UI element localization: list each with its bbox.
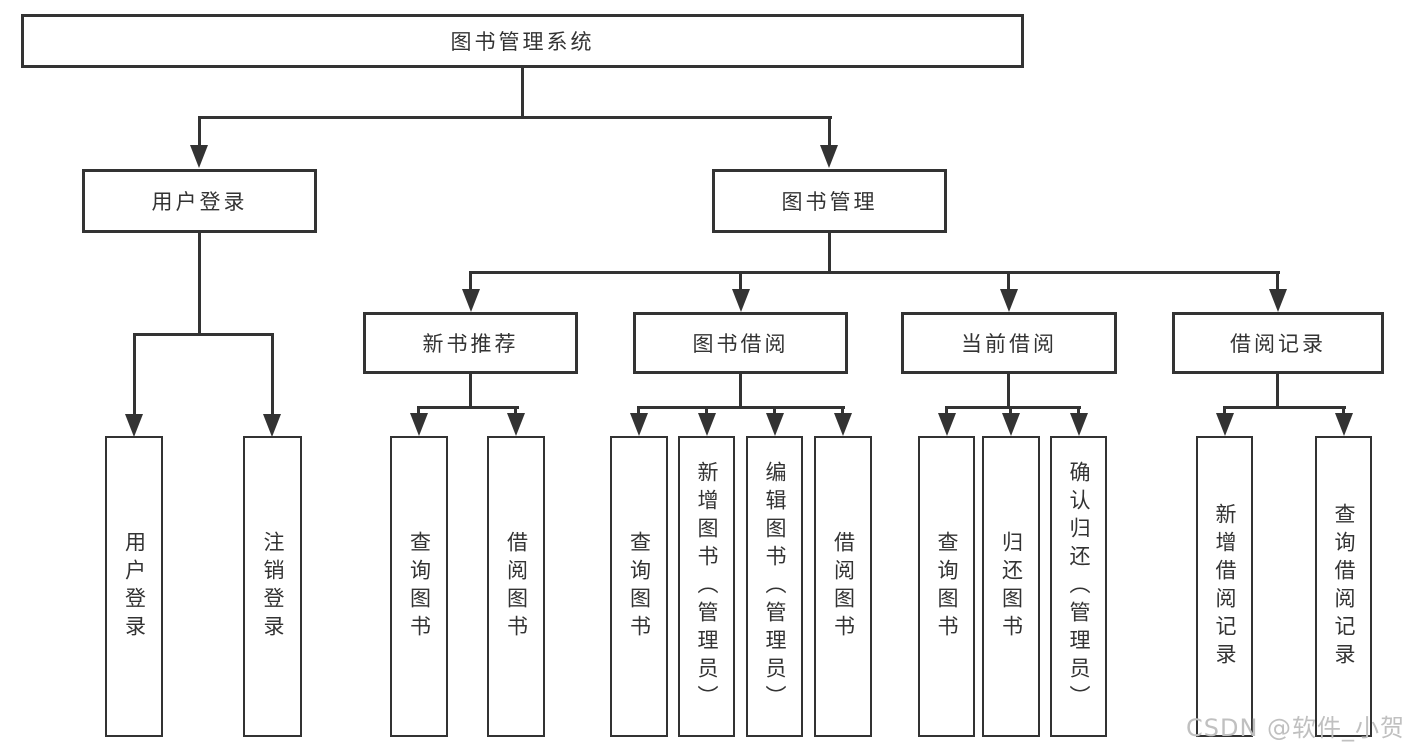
leaf-current-query-label: 查询图书 [935, 530, 959, 643]
node-current-borrow-label: 当前借阅 [961, 332, 1057, 356]
node-borrowing: 图书借阅 [633, 312, 848, 374]
connector-borrowing-bar [637, 406, 845, 409]
arrowhead-icon [630, 413, 648, 436]
csdn-watermark: CSDN @软件_小贺同学 [1186, 714, 1405, 742]
connector-root-bar [198, 116, 832, 119]
leaf-user-login: 用户登录 [105, 436, 163, 737]
connector-drop-current [1007, 271, 1010, 291]
node-new-books: 新书推荐 [363, 312, 578, 374]
node-new-books-label: 新书推荐 [422, 332, 519, 356]
leaf-borrowing-borrow: 借阅图书 [814, 436, 872, 737]
leaf-current-return-label: 归还图书 [999, 530, 1024, 643]
node-user-login-label: 用户登录 [151, 190, 248, 214]
connector-userlogin-bar [133, 333, 274, 336]
connector-drop-login [133, 333, 136, 415]
connector-records-stem [1276, 374, 1279, 409]
arrowhead-icon [462, 289, 480, 312]
arrowhead-icon [125, 414, 143, 437]
connector-current-stem [1007, 374, 1010, 409]
connector-drop-rec-query [1342, 406, 1345, 415]
connector-bookmgmt-bar [469, 271, 1280, 274]
arrowhead-icon [820, 145, 838, 168]
node-current-borrow: 当前借阅 [901, 312, 1117, 374]
leaf-newbooks-query-label: 查询图书 [407, 530, 432, 643]
leaf-borrowing-query-label: 查询图书 [627, 530, 652, 643]
connector-drop-bw-add [705, 406, 708, 415]
connector-drop-new-books [469, 271, 472, 291]
leaf-records-query-label: 查询借阅记录 [1332, 502, 1356, 671]
arrowhead-icon [1002, 413, 1020, 436]
leaf-current-confirm-label: 确认归还（管理员） [1067, 460, 1091, 713]
arrowhead-icon [698, 413, 716, 436]
arrowhead-icon [732, 289, 750, 312]
connector-drop-nb-query [417, 406, 420, 415]
arrowhead-icon [410, 413, 428, 436]
connector-drop-bw-edit [773, 406, 776, 415]
connector-current-bar [945, 406, 1081, 409]
arrowhead-icon [766, 413, 784, 436]
arrowhead-icon [1269, 289, 1287, 312]
connector-drop-borrowing [739, 271, 742, 291]
connector-drop-book-mgmt [828, 116, 831, 147]
node-book-mgmt-label: 图书管理 [781, 190, 878, 214]
connector-newbooks-stem [469, 374, 472, 409]
leaf-newbooks-query: 查询图书 [390, 436, 448, 737]
arrowhead-icon [507, 413, 525, 436]
leaf-newbooks-borrow: 借阅图书 [487, 436, 545, 737]
leaf-current-confirm: 确认归还（管理员） [1050, 436, 1107, 737]
node-borrowing-label: 图书借阅 [692, 332, 789, 356]
connector-userlogin-stem [198, 233, 201, 336]
leaf-logout-label: 注销登录 [261, 530, 285, 643]
leaf-records-query: 查询借阅记录 [1315, 436, 1372, 737]
arrowhead-icon [190, 145, 208, 168]
node-user-login: 用户登录 [82, 169, 317, 233]
connector-drop-user-login [198, 116, 201, 147]
arrowhead-icon [834, 413, 852, 436]
leaf-borrowing-add-label: 新增图书（管理员） [695, 460, 719, 713]
node-root-label: 图书管理系统 [450, 30, 595, 54]
leaf-current-query: 查询图书 [918, 436, 975, 737]
leaf-newbooks-borrow-label: 借阅图书 [504, 530, 529, 643]
connector-newbooks-bar [417, 406, 519, 409]
connector-drop-nb-borrow [514, 406, 517, 415]
connector-bookmgmt-stem [828, 233, 831, 274]
connector-drop-cur-query [945, 406, 948, 415]
connector-records-bar [1223, 406, 1346, 409]
connector-drop-rec-add [1223, 406, 1226, 415]
connector-drop-bw-query [637, 406, 640, 415]
leaf-records-add-label: 新增借阅记录 [1213, 502, 1237, 671]
leaf-borrowing-add: 新增图书（管理员） [678, 436, 735, 737]
node-borrow-records-label: 借阅记录 [1230, 332, 1326, 356]
node-book-mgmt: 图书管理 [712, 169, 947, 233]
leaf-user-login-label: 用户登录 [122, 530, 147, 643]
connector-drop-bw-borrow [841, 406, 844, 415]
node-borrow-records: 借阅记录 [1172, 312, 1384, 374]
arrowhead-icon [938, 413, 956, 436]
leaf-logout: 注销登录 [243, 436, 302, 737]
arrowhead-icon [263, 414, 281, 437]
arrowhead-icon [1335, 413, 1353, 436]
connector-borrowing-stem [739, 374, 742, 409]
node-root: 图书管理系统 [21, 14, 1024, 68]
arrowhead-icon [1070, 413, 1088, 436]
arrowhead-icon [1000, 289, 1018, 312]
leaf-current-return: 归还图书 [982, 436, 1040, 737]
connector-drop-records [1276, 271, 1279, 291]
leaf-borrowing-borrow-label: 借阅图书 [831, 530, 856, 643]
leaf-records-add: 新增借阅记录 [1196, 436, 1253, 737]
arrowhead-icon [1216, 413, 1234, 436]
connector-drop-cur-return [1009, 406, 1012, 415]
connector-root-stem [521, 68, 524, 118]
leaf-borrowing-query: 查询图书 [610, 436, 668, 737]
leaf-borrowing-edit-label: 编辑图书（管理员） [763, 460, 787, 713]
leaf-borrowing-edit: 编辑图书（管理员） [746, 436, 803, 737]
connector-drop-cur-confirm [1077, 406, 1080, 415]
connector-drop-logout [271, 333, 274, 415]
